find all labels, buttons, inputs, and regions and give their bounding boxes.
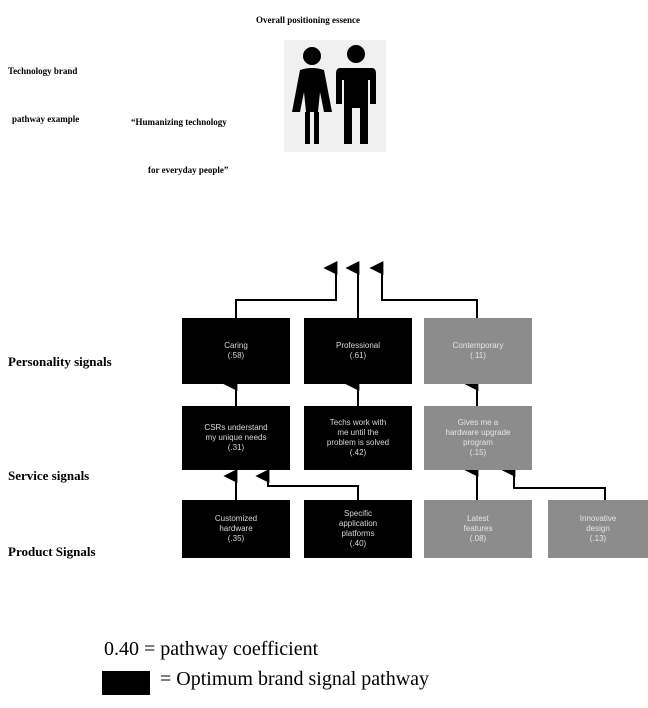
pathway-coefficient: (.42): [349, 448, 367, 457]
pathway-coefficient: (.35): [227, 534, 245, 543]
quote-line1: “Humanizing technology: [131, 117, 227, 127]
man-woman-icon: [284, 40, 386, 152]
row-label-service: Service signals: [8, 468, 90, 483]
box-label: Gives me a hardware upgrade program: [445, 418, 511, 447]
pathway-coefficient: (.61): [349, 351, 367, 360]
box-label: Professional: [335, 341, 381, 350]
box-label: CSRs understand my unique needs: [204, 423, 268, 442]
service-box-csrs: CSRs understand my unique needs(.31): [182, 406, 290, 470]
pathway-coefficient: (.58): [227, 351, 245, 360]
box-label: Techs work with me until the problem is …: [326, 418, 390, 447]
product-box-features: Latest features(.08): [424, 500, 532, 558]
product-box-platforms: Specific application platforms(.40): [304, 500, 412, 558]
pathway-coefficient: (.31): [227, 443, 245, 452]
pathway-coefficient: (.40): [349, 539, 367, 548]
personality-box-professional: Professional(.61): [304, 318, 412, 384]
legend-optimum-text: = Optimum brand signal pathway: [160, 668, 430, 690]
diagram-title: Overall positioning essence: [256, 15, 360, 25]
box-label: Specific application platforms: [338, 509, 378, 538]
box-label: Caring: [224, 341, 248, 350]
box-label: Contemporary: [452, 341, 504, 350]
box-label: Innovative design: [579, 514, 617, 533]
pathway-coefficient: (.13): [589, 534, 607, 543]
pathway-coefficient: (.11): [470, 351, 486, 360]
box-label: Customized hardware: [214, 514, 258, 533]
service-box-techs: Techs work with me until the problem is …: [304, 406, 412, 470]
legend-swatch-optimum: [102, 671, 150, 695]
legend-coefficient-text: 0.40 = pathway coefficient: [104, 638, 319, 660]
quote-line2: for everyday people”: [148, 165, 229, 175]
pathway-coefficient: (.15): [469, 448, 487, 457]
box-label: Latest features: [463, 514, 493, 533]
product-box-design: Innovative design(.13): [548, 500, 648, 558]
row-label-personality: Personality signals: [8, 354, 112, 369]
pathway-coefficient: (.08): [469, 534, 487, 543]
personality-box-contemporary: Contemporary(.11): [424, 318, 532, 384]
example-label-line1: Technology brand: [8, 66, 78, 76]
service-box-upgrade: Gives me a hardware upgrade program(.15): [424, 406, 532, 470]
personality-box-caring: Caring(.58): [182, 318, 290, 384]
product-box-hardware: Customized hardware(.35): [182, 500, 290, 558]
example-label-line2: pathway example: [12, 114, 80, 124]
row-label-product: Product Signals: [8, 544, 96, 559]
